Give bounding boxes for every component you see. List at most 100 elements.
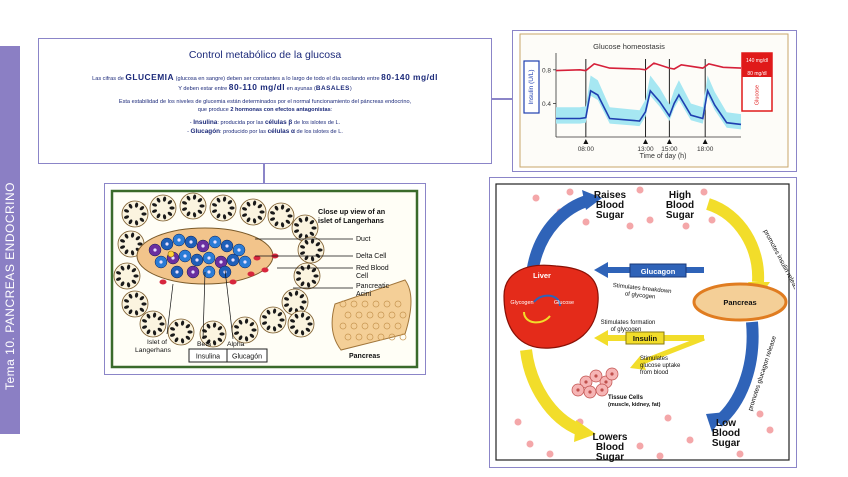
leader-islet: [166, 283, 174, 335]
acinar-cell: [139, 217, 145, 222]
pancreas-lobule: [383, 300, 391, 308]
meal-marker-icon: [583, 139, 589, 144]
acinar-cell: [186, 195, 191, 201]
acinar-cell: [234, 325, 240, 329]
text-fragment: :: [330, 107, 333, 113]
label-high-1: High: [669, 190, 691, 201]
tissue-cell-nucleus: [576, 388, 580, 392]
cycle-diagram: Liver Glycogen Glucose Glucagon Stimulat…: [495, 183, 795, 463]
blood-cell-dot: [736, 450, 744, 458]
acinar-cell: [135, 236, 141, 241]
acinar-cell: [284, 303, 290, 307]
acinar-cell: [306, 264, 311, 270]
acinar-cell: [216, 197, 221, 203]
acinar-cell: [134, 202, 139, 208]
red-blood-cell: [253, 255, 261, 261]
acinar-cell: [270, 217, 276, 221]
acinar-cell: [133, 274, 139, 278]
text-fragment: Y deben estar entre: [178, 86, 229, 92]
arrow-glucagon-to-liver-head: [594, 262, 608, 278]
label-lowers-2: Blood: [596, 442, 624, 453]
acinar-cell: [262, 315, 268, 319]
islet-panel: Close up view of an islet of Langerhans …: [104, 183, 426, 375]
acinar-cell: [310, 238, 315, 244]
x-tick-label: 15:00: [661, 146, 678, 153]
pancreas-lobule: [344, 311, 352, 319]
text-range-fasting: 80-110 mg/dl: [228, 82, 286, 92]
arrow-promotes-glucagon: [714, 321, 759, 427]
text-range-daily: 80-140 mg/dl: [381, 72, 438, 82]
acinar-cell: [277, 323, 283, 328]
acinar-cell: [311, 268, 317, 273]
acinar-cell: [280, 222, 285, 228]
cell-nucleus: [165, 242, 169, 246]
acinar-cell: [139, 206, 145, 211]
acinar-cell: [287, 214, 293, 218]
pancreas-lobule: [366, 333, 374, 341]
arrow-insulin-to-liver-head: [594, 330, 608, 346]
tissue-cells-cluster: [571, 367, 619, 399]
liver-shape: [503, 264, 599, 349]
blood-cell-dot: [766, 426, 774, 434]
acinar-cell: [206, 339, 211, 345]
acinar-cell: [212, 203, 218, 207]
blood-cell-dot: [646, 216, 654, 224]
acinar-cell: [139, 296, 145, 301]
text-fragment: : producido por las: [220, 128, 268, 135]
acinar-cell: [251, 328, 257, 332]
pancreas-lobule: [339, 300, 347, 308]
cell-nucleus: [231, 258, 235, 262]
leader-alpha: [224, 269, 234, 340]
acinar-cell: [170, 333, 176, 337]
acinar-cell: [290, 319, 296, 323]
acinar-cell: [244, 318, 249, 324]
label-delta-cell: Delta Cell: [356, 253, 387, 260]
text-insulina: Insulina: [193, 119, 218, 126]
acinar-cell: [185, 335, 191, 340]
acinar-cell: [128, 219, 133, 225]
acinar-cell: [128, 309, 133, 315]
cell-nucleus: [237, 248, 241, 252]
pancreas-lobule: [399, 333, 407, 341]
blood-cell-dot: [566, 188, 574, 196]
acinar-cell: [238, 319, 243, 325]
cycle-arrow-bottom: [523, 311, 551, 324]
acinar-cell: [298, 217, 303, 223]
blood-cell-dot: [546, 450, 554, 458]
acinar-cell: [227, 211, 233, 216]
acinar-cell: [272, 326, 277, 332]
acinar-cell: [157, 316, 163, 321]
pancreas-shape: [692, 282, 788, 322]
acinar-cell: [156, 197, 161, 203]
acinar-cell: [126, 282, 131, 288]
series-line-glucose: [555, 62, 742, 72]
cell-nucleus: [191, 270, 195, 274]
cell-nucleus: [177, 238, 181, 242]
acinar-cell: [300, 245, 306, 249]
acinar-cell: [124, 233, 129, 239]
acinar-cell: [131, 279, 137, 284]
label-raises-1: Raises: [594, 190, 627, 201]
pancreas-texture: [339, 300, 407, 341]
acinar-cell: [137, 242, 143, 246]
chart-ylabel-right: Glucose: [754, 85, 760, 105]
text-fragment: -: [189, 120, 194, 126]
acinar-cell: [152, 330, 157, 336]
acinar-cell: [116, 277, 122, 281]
cell-nucleus: [171, 256, 175, 260]
arrow-lowers: [520, 349, 583, 436]
acinar-cell: [212, 322, 217, 328]
text-alpha-cells: células α: [267, 127, 295, 135]
label-low-2: Blood: [712, 428, 740, 439]
tissue-cell-nucleus: [584, 380, 588, 384]
blood-cell-dot: [532, 194, 540, 202]
label-stim-uptake-1: Stimulates: [640, 356, 668, 362]
acinar-cell: [146, 313, 151, 319]
label-high-2: Blood: [666, 200, 694, 211]
pancreas-lobule: [377, 333, 385, 341]
acinar-cell: [180, 338, 185, 344]
tissue-cell-nucleus: [610, 372, 614, 376]
chart-title: Glucose homeostasis: [593, 42, 665, 51]
islet-diagram: Close up view of an islet of Langerhans …: [110, 189, 419, 369]
acinar-cell: [162, 214, 167, 220]
